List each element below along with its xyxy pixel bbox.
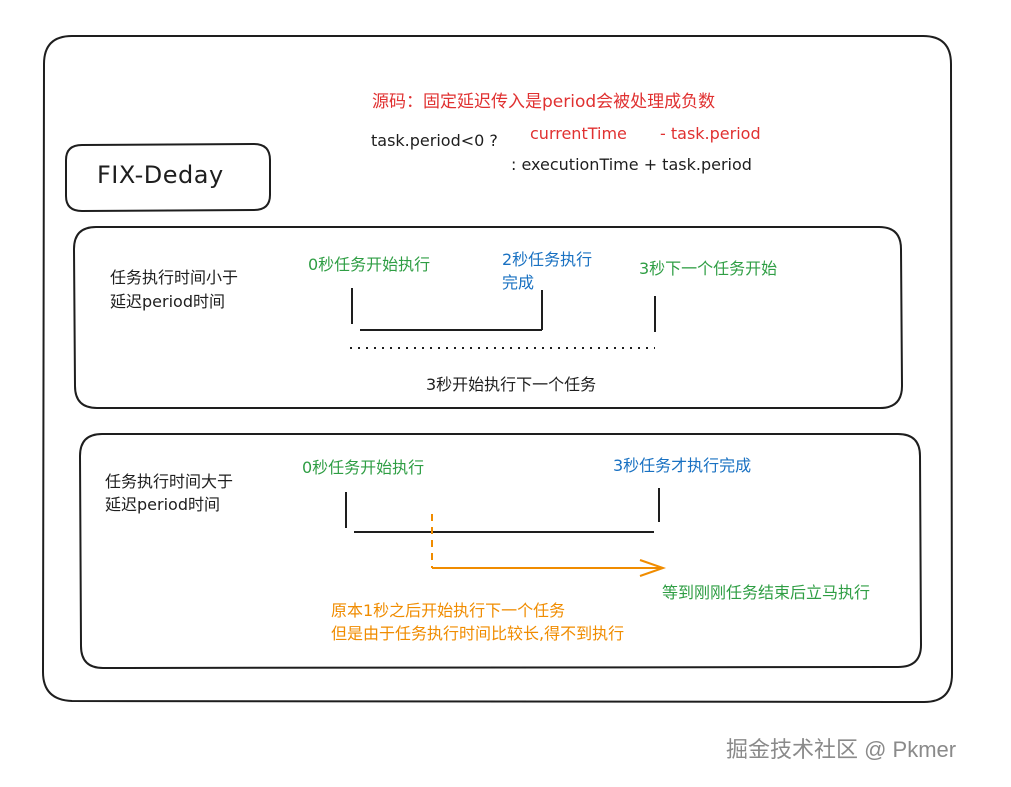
code-line1-prefix: task.period<0 ? xyxy=(371,131,498,150)
case1-done-label-line2: 完成 xyxy=(502,273,535,292)
case1-box xyxy=(72,226,904,409)
case2-desc-line1: 任务执行时间大于 xyxy=(105,472,234,491)
case1-start-label: 0秒任务开始执行 xyxy=(308,255,431,274)
case1-desc-line1: 任务执行时间小于 xyxy=(110,268,239,287)
case2-note-line1: 原本1秒之后开始执行下一个任务 xyxy=(331,601,566,620)
code-minus-period: - task.period xyxy=(660,124,761,143)
case1-done-label-line1: 2秒任务执行 xyxy=(502,250,593,269)
case2-delay-arrow-head xyxy=(639,559,667,577)
case2-note-line2: 但是由于任务执行时间比较长,得不到执行 xyxy=(331,624,625,643)
header-title: 源码：固定延迟传入是period会被处理成负数 xyxy=(372,92,716,112)
code-line2: : executionTime + task.period xyxy=(511,155,752,174)
outer-frame xyxy=(41,35,954,704)
badge-box xyxy=(65,142,271,213)
case2-box xyxy=(78,433,923,670)
watermark: 掘金技术社区 @ Pkmer xyxy=(726,737,957,762)
case2-done-label: 3秒任务才执行完成 xyxy=(613,456,752,475)
case1-desc-line2: 延迟period时间 xyxy=(110,292,225,311)
badge-label: FIX-Deday xyxy=(97,161,224,189)
case1-next-label: 3秒下一个任务开始 xyxy=(639,259,778,278)
case2-desc-line2: 延迟period时间 xyxy=(105,495,220,514)
case2-wait-label: 等到刚刚任务结束后立马执行 xyxy=(662,583,871,602)
code-current-time: currentTime xyxy=(530,124,627,143)
case1-bottom-label: 3秒开始执行下一个任务 xyxy=(426,375,597,394)
case2-start-label: 0秒任务开始执行 xyxy=(302,458,425,477)
